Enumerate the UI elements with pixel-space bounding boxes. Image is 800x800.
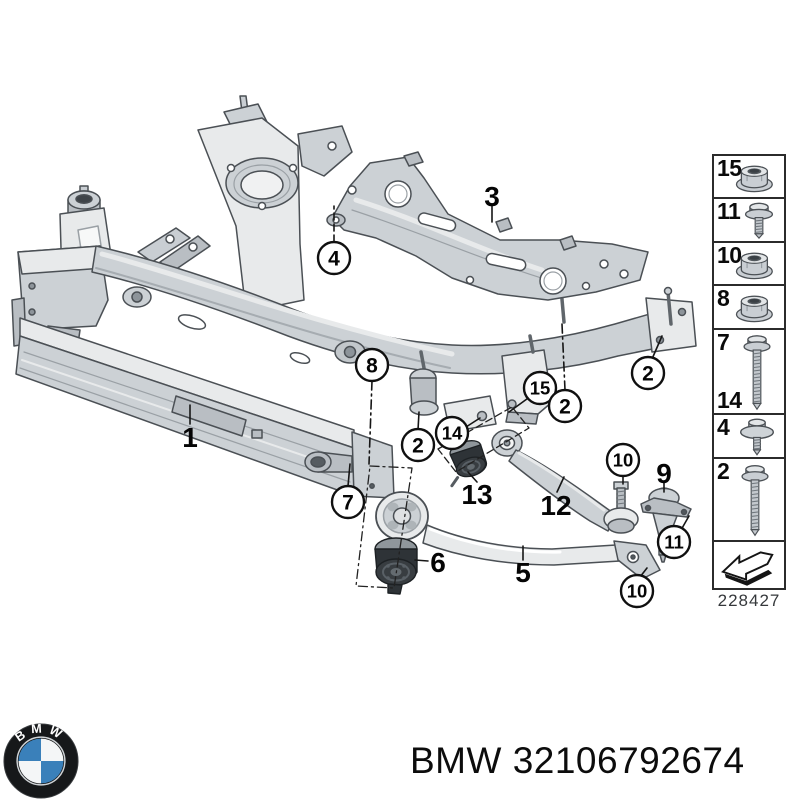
svg-text:11: 11 [664, 532, 684, 553]
bmw-logo: BMW [2, 722, 80, 800]
callout-10: 10 [621, 575, 653, 607]
svg-text:15: 15 [530, 378, 551, 399]
flange-nut-icon [730, 160, 782, 194]
flange-nut-icon [730, 290, 782, 324]
fastener-number: 7 [717, 330, 729, 354]
svg-text:10: 10 [613, 450, 634, 471]
svg-text:10: 10 [627, 581, 648, 602]
legend-row-arrow [714, 542, 784, 588]
callout-11: 11 [658, 526, 690, 558]
svg-text:13: 13 [461, 479, 492, 510]
callout-12: 12 [540, 490, 571, 521]
washer-bolt-icon [733, 416, 781, 456]
svg-text:7: 7 [342, 492, 354, 515]
legend-row-8: 8 [714, 286, 784, 330]
svg-text:14: 14 [442, 423, 463, 444]
callout-13: 13 [461, 479, 492, 510]
callout-7: 7 [332, 486, 364, 518]
legend-row-15: 15 [714, 156, 784, 199]
legend-row-2: 2 [714, 459, 784, 542]
callout-2: 2 [632, 357, 664, 389]
callout-9: 9 [656, 458, 672, 489]
legend-row-7: 714 [714, 330, 784, 415]
callout-2: 2 [402, 429, 434, 461]
callout-10: 10 [607, 444, 639, 476]
fastener-number: 8 [717, 286, 729, 310]
legend-row-10: 10 [714, 243, 784, 286]
flange-bolt-medium-icon [733, 462, 777, 537]
legend-row-11: 11 [714, 199, 784, 243]
svg-text:12: 12 [540, 490, 571, 521]
fastener-legend-table: 15 11 10 8 714 4 [712, 154, 786, 590]
reinforcement-plate [327, 152, 648, 300]
callout-2: 2 [549, 390, 581, 422]
callout-3: 3 [484, 181, 500, 212]
svg-text:9: 9 [656, 458, 672, 489]
callout-14: 14 [436, 417, 468, 449]
callout-8: 8 [356, 349, 388, 381]
part-number: BMW 32106792674 [410, 740, 745, 782]
svg-text:4: 4 [328, 248, 340, 271]
callout-6: 6 [430, 547, 446, 578]
subframe-center-tower [198, 96, 352, 312]
svg-text:8: 8 [366, 355, 378, 378]
flange-nut-icon [730, 247, 782, 281]
rubber-bushing-large [375, 538, 417, 594]
svg-text:3: 3 [484, 181, 500, 212]
legend-row-4: 4 [714, 415, 784, 459]
callout-1: 1 [182, 422, 198, 453]
svg-text:1: 1 [182, 422, 198, 453]
svg-text:2: 2 [412, 435, 424, 458]
svg-text:2: 2 [642, 363, 654, 386]
svg-text:2: 2 [559, 396, 571, 419]
svg-text:5: 5 [515, 557, 531, 588]
fastener-number: 4 [717, 415, 729, 439]
svg-text:6: 6 [430, 547, 446, 578]
direction-arrow-icon [719, 544, 779, 587]
flange-bolt-short-icon [737, 200, 781, 239]
callout-5: 5 [515, 557, 531, 588]
drawing-number: 228427 [699, 591, 799, 611]
callout-4: 4 [318, 242, 350, 274]
fastener-number: 2 [717, 459, 729, 483]
flange-bolt-long-icon [736, 332, 778, 411]
